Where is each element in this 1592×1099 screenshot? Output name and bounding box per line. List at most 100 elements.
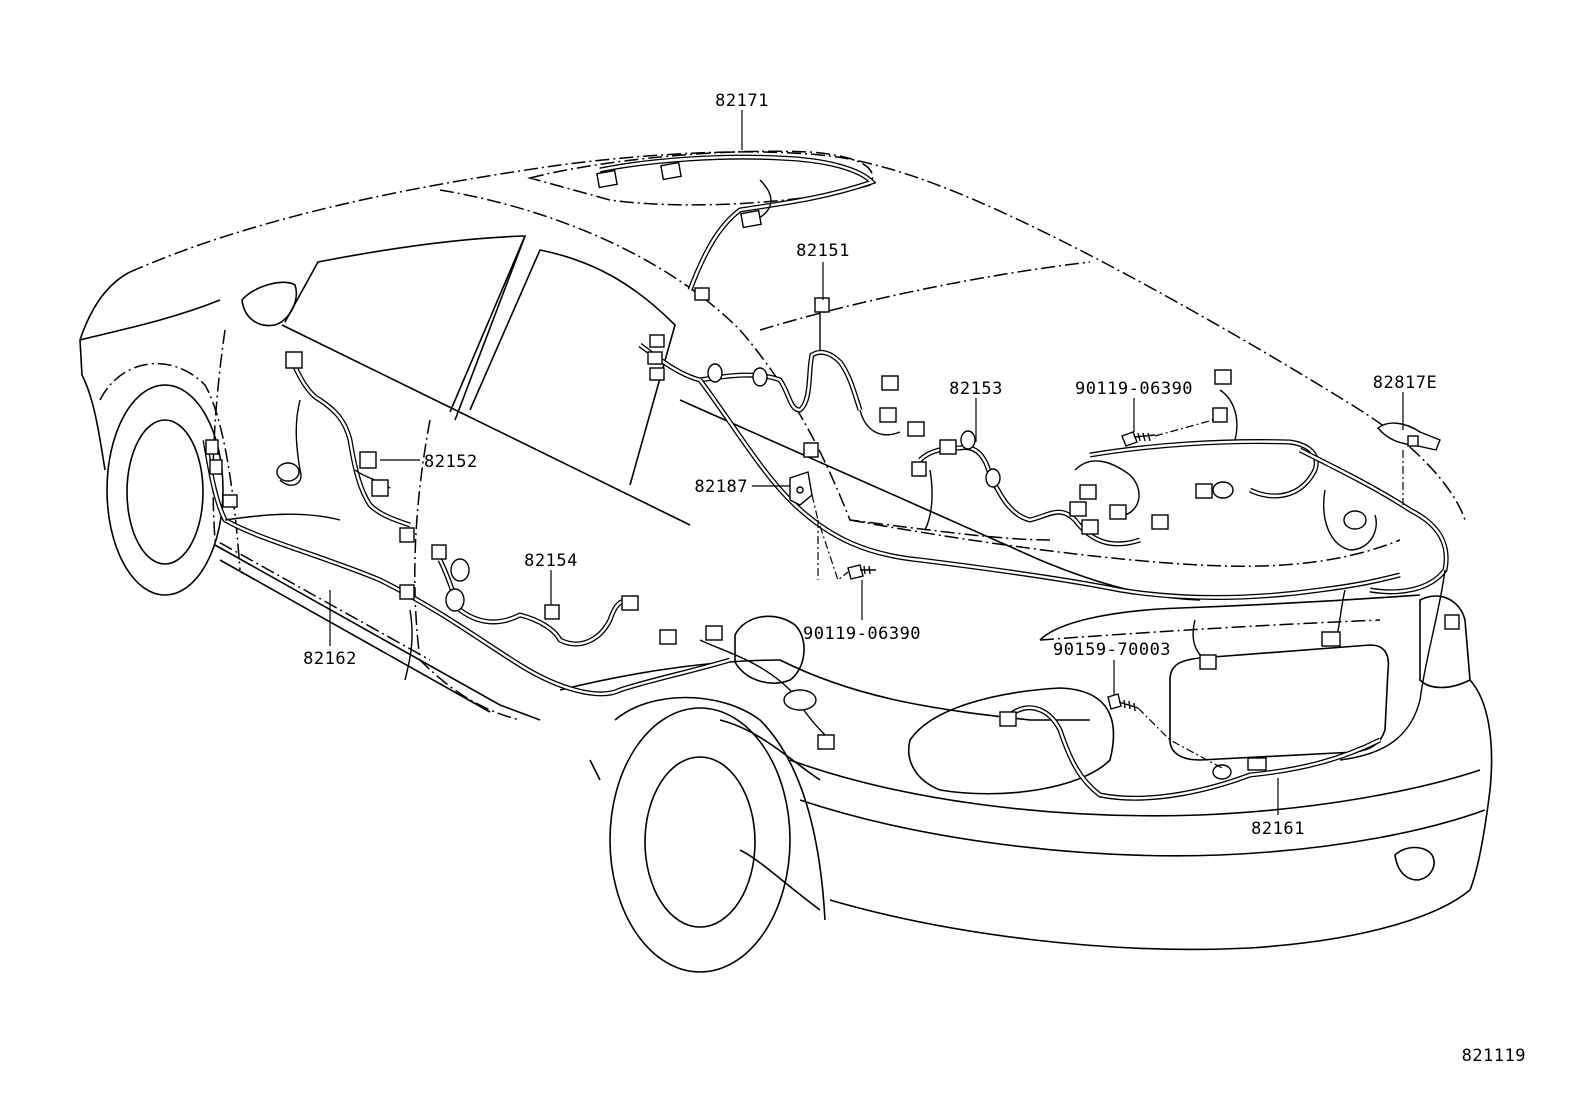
rear-wheel-inner xyxy=(644,756,756,928)
connector xyxy=(999,711,1017,727)
rocker-lower xyxy=(219,559,491,713)
leader-lines xyxy=(329,110,1404,815)
trunk-rear-panel xyxy=(1039,594,1421,641)
connector xyxy=(1109,504,1127,520)
tail-light-left xyxy=(908,687,1115,795)
connector xyxy=(911,461,927,477)
grommet xyxy=(752,367,768,387)
connector xyxy=(359,451,377,469)
connector xyxy=(399,527,415,543)
label-82817E: 82817E xyxy=(1373,373,1437,393)
lower-body-side xyxy=(589,719,821,781)
label-bolt-top: 90119-06390 xyxy=(1075,379,1193,399)
connector xyxy=(879,407,897,423)
connector xyxy=(740,209,762,229)
wire-harnesses xyxy=(202,154,1449,801)
connector xyxy=(803,442,819,458)
bracket-hole xyxy=(796,486,804,494)
connector xyxy=(649,334,665,348)
connector xyxy=(881,375,899,391)
label-82151: 82151 xyxy=(796,241,850,261)
connector xyxy=(1151,514,1169,530)
connector xyxy=(399,584,415,600)
rear-quarter-line xyxy=(559,659,781,691)
connector xyxy=(621,595,639,611)
grommet xyxy=(450,558,470,582)
connector xyxy=(659,629,677,645)
grommet xyxy=(1343,510,1367,530)
front-wheel-outer xyxy=(106,384,224,596)
c-pillar xyxy=(439,189,1051,541)
connector xyxy=(939,439,957,455)
front-door-window xyxy=(284,235,527,413)
rocker-panel xyxy=(214,544,541,721)
rear-bumper-mid xyxy=(799,799,1486,857)
license-plate-recess xyxy=(1169,644,1390,761)
connector xyxy=(371,479,389,497)
connector xyxy=(694,287,710,301)
connector xyxy=(1214,369,1232,385)
label-82152: 82152 xyxy=(424,452,478,472)
connector xyxy=(1079,484,1097,500)
connectors xyxy=(205,161,1460,771)
label-screw: 90159-70003 xyxy=(1053,640,1171,660)
rear-bumper-corner xyxy=(1469,679,1493,891)
label-82161: 82161 xyxy=(1251,819,1305,839)
connector xyxy=(544,604,560,620)
grommet xyxy=(960,430,976,450)
connector xyxy=(1199,654,1217,670)
roof-outline xyxy=(129,151,1466,521)
label-82171: 82171 xyxy=(715,91,769,111)
car-body xyxy=(79,150,1493,973)
grommet xyxy=(445,588,465,612)
label-82154: 82154 xyxy=(524,551,578,571)
grommet xyxy=(985,468,1001,488)
trunk-lid-edge xyxy=(849,519,1401,567)
rear-wheel-arch xyxy=(614,696,826,921)
side-mirror xyxy=(241,281,297,327)
connector xyxy=(1069,501,1087,517)
connector xyxy=(209,459,223,475)
connector xyxy=(1212,407,1228,423)
rear-door-window xyxy=(469,249,676,486)
window-belt-line xyxy=(281,324,691,526)
exhaust-pipe xyxy=(1394,846,1435,881)
grommet xyxy=(276,462,300,482)
figure-id: 821119 xyxy=(1462,1046,1526,1066)
grommet xyxy=(1212,481,1234,499)
hood-side xyxy=(79,299,221,341)
connector xyxy=(222,494,238,508)
connector xyxy=(705,625,723,641)
connector xyxy=(431,544,447,560)
connector xyxy=(660,161,682,181)
connector xyxy=(205,439,219,455)
label-82162: 82162 xyxy=(303,649,357,669)
rear-wheel-outer xyxy=(609,707,791,973)
fuel-door xyxy=(734,615,805,684)
screw-icon xyxy=(1107,693,1139,712)
label-82153: 82153 xyxy=(949,379,1003,399)
rear-door-outline xyxy=(414,419,521,721)
connector xyxy=(1247,757,1267,771)
connector xyxy=(1081,519,1099,535)
rear-bumper-top xyxy=(789,759,1481,817)
grommet xyxy=(1212,764,1232,780)
grommet xyxy=(707,363,723,383)
front-door-outline xyxy=(212,329,431,661)
connector xyxy=(647,351,663,365)
grommet xyxy=(783,689,817,711)
connector xyxy=(596,169,618,189)
bolt-icon xyxy=(847,564,876,580)
belt-strip xyxy=(679,399,1201,601)
fasteners xyxy=(789,422,1441,712)
front-wheel-inner xyxy=(126,419,204,565)
connector xyxy=(1321,631,1341,647)
part-labels: 82171 82151 82152 82153 82154 82187 8216… xyxy=(303,91,1526,1066)
connector xyxy=(817,734,835,750)
body-lower-edge xyxy=(739,849,821,911)
connector xyxy=(649,367,665,381)
connector xyxy=(1195,483,1213,499)
rear-window-top xyxy=(759,261,1091,331)
connector xyxy=(814,297,830,313)
sunroof-outline xyxy=(527,150,874,206)
